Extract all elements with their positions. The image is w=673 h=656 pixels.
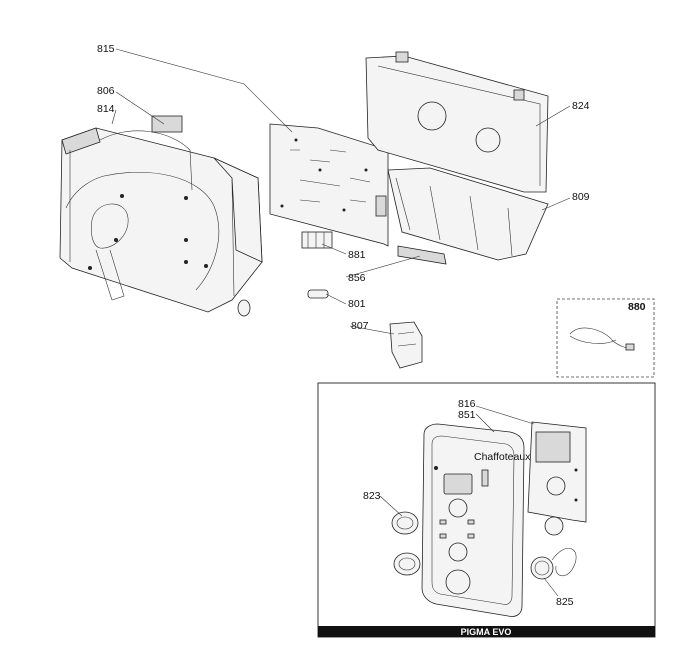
callout-856: 856 (348, 272, 366, 284)
part-856-strip (397, 245, 447, 265)
callout-807: 807 (351, 320, 369, 332)
inset-panel (317, 382, 656, 638)
inset-banner-title: PIGMA EVO (461, 627, 512, 637)
part-814-casing (59, 115, 263, 317)
callout-labels: 815 806 814 824 809 881 856 801 807 880 … (97, 43, 646, 637)
part-816-control-board (527, 421, 587, 536)
part-824-cover (365, 51, 549, 193)
part-825-gauge (530, 548, 577, 580)
part-823-knobs (391, 511, 421, 576)
part-807-switch (389, 321, 423, 369)
callout-880: 880 (628, 301, 646, 313)
part-815-pcb (269, 123, 389, 247)
part-851-front-panel: Chaffoteaux (421, 423, 531, 617)
inset-banner (318, 626, 655, 637)
callout-825: 825 (556, 596, 574, 608)
callout-881: 881 (348, 249, 366, 261)
callout-809: 809 (572, 191, 590, 203)
part-881-connector (301, 231, 333, 249)
callout-824: 824 (572, 100, 590, 112)
callout-815: 815 (97, 43, 115, 55)
callout-823: 823 (363, 490, 381, 502)
brand-logo-text: Chaffoteaux (474, 451, 531, 463)
callout-851: 851 (458, 409, 476, 421)
leader-lines (111, 48, 571, 597)
callout-806: 806 (97, 85, 115, 97)
part-809-bracket (387, 167, 549, 261)
callout-814: 814 (97, 103, 115, 115)
callout-816: 816 (458, 398, 476, 410)
part-801-fuse (307, 289, 329, 299)
part-880-box (556, 298, 655, 378)
callout-801: 801 (348, 298, 366, 310)
